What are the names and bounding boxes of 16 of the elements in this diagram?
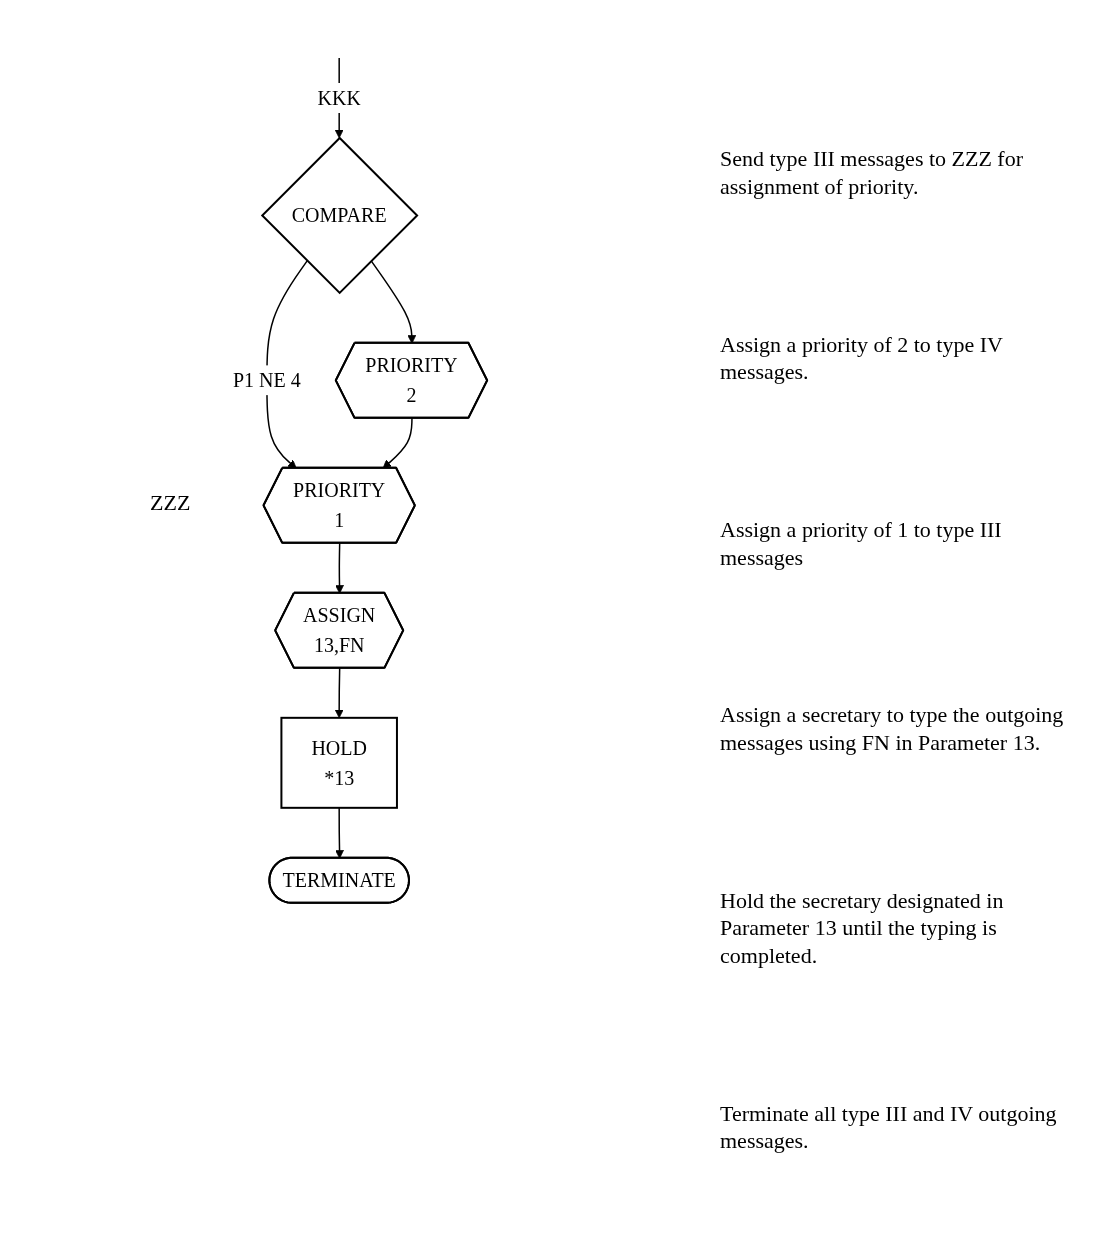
annotation-text: Assign a secretary to type the outgoing messages using FN in Parameter 13.	[720, 701, 1065, 757]
arrow	[370, 260, 417, 344]
node-diamond: COMPARE	[260, 136, 419, 295]
annotation-text: Send type III messages to ZZZ for assignment of priority.	[720, 145, 1025, 201]
arrow	[382, 417, 413, 469]
arrow	[335, 542, 344, 594]
arrow	[334, 667, 344, 719]
annotation-text: Assign a priority of 2 to type IV messages.	[720, 330, 1004, 386]
annotation-text: Terminate all type III and IV outgoing messages.	[720, 1099, 1058, 1155]
arrow	[335, 807, 344, 859]
edge-label: KKK	[317, 87, 361, 109]
block-label: ZZZ	[150, 490, 191, 516]
annotation-text: Hold the secretary designated in Parameter 13 until the typing is completed.	[720, 886, 1005, 970]
edge-label: P1 NE 4	[232, 369, 301, 392]
node-box: HOLD *13	[280, 716, 398, 809]
annotation-text: Assign a priority of 1 to type III messages	[720, 516, 1003, 571]
